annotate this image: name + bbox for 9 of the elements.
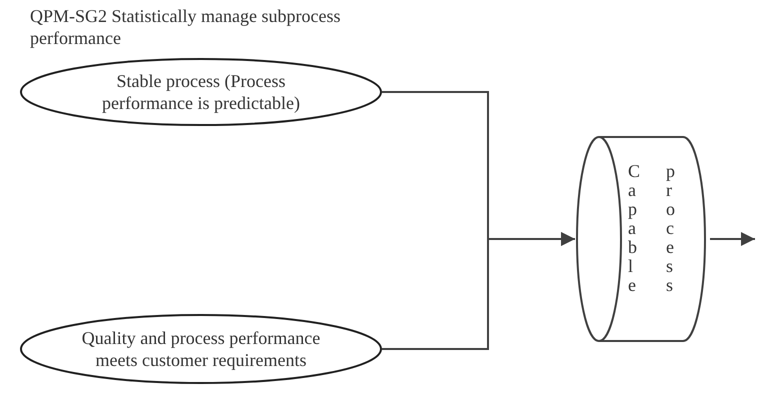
node-label: Stable process (Process performance is predictable) — [101, 70, 301, 114]
ellipse-node — [20, 58, 382, 126]
arrow — [710, 232, 755, 246]
arrow — [382, 232, 575, 350]
node-label: Quality and process performance meets customer requirements — [81, 327, 321, 371]
ellipse-node — [20, 314, 382, 384]
cylinder-shape — [576, 136, 706, 342]
diagram-title: QPM-SG2 Statistically manage subprocess performance — [30, 5, 342, 49]
vertical-label: Capable process — [628, 162, 676, 295]
